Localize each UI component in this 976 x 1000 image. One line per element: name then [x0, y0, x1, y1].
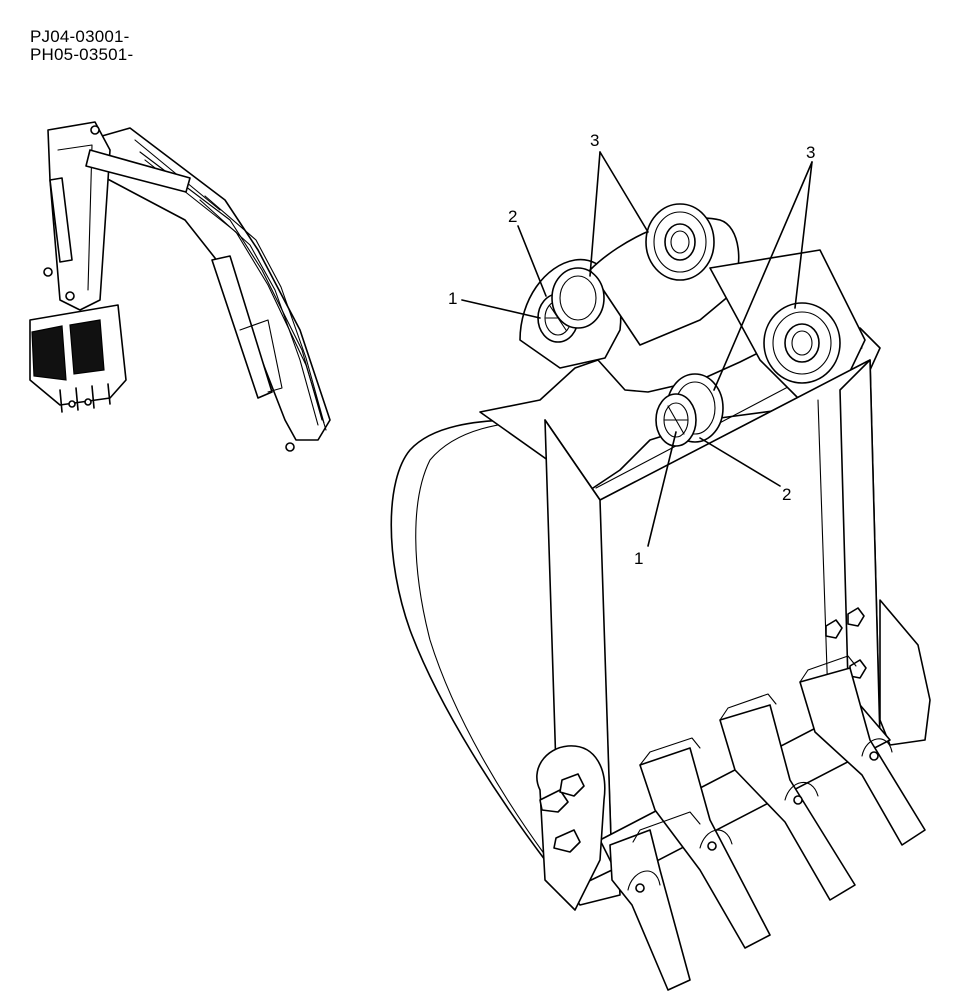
leader-lines [461, 151, 813, 547]
bucket-assembly [390, 203, 931, 991]
tooth-3 [719, 704, 856, 901]
callout-1-lower: 1 [634, 549, 643, 568]
serial-code-1: PJ04-03001- [30, 27, 130, 46]
callout-2-lower: 2 [782, 485, 791, 504]
part-2-upper-seal [551, 267, 605, 329]
serial-code-block: PJ04-03001- PH05-03501- [30, 28, 133, 64]
callout-2-upper: 2 [508, 207, 517, 226]
serial-code-2: PH05-03501- [30, 45, 134, 64]
part-3-ring-right [763, 302, 841, 384]
tooth-4 [799, 667, 926, 846]
tooth-1 [609, 829, 691, 991]
callout-1-upper: 1 [448, 289, 457, 308]
callout-3-right: 3 [806, 143, 815, 162]
excavator-arm-illustration [29, 121, 331, 452]
callout-3-left: 3 [590, 131, 599, 150]
tooth-2 [639, 747, 771, 949]
bucket-teeth [609, 655, 926, 991]
part-1-lower-bushing [655, 393, 697, 447]
part-3-ring-top [645, 203, 715, 281]
